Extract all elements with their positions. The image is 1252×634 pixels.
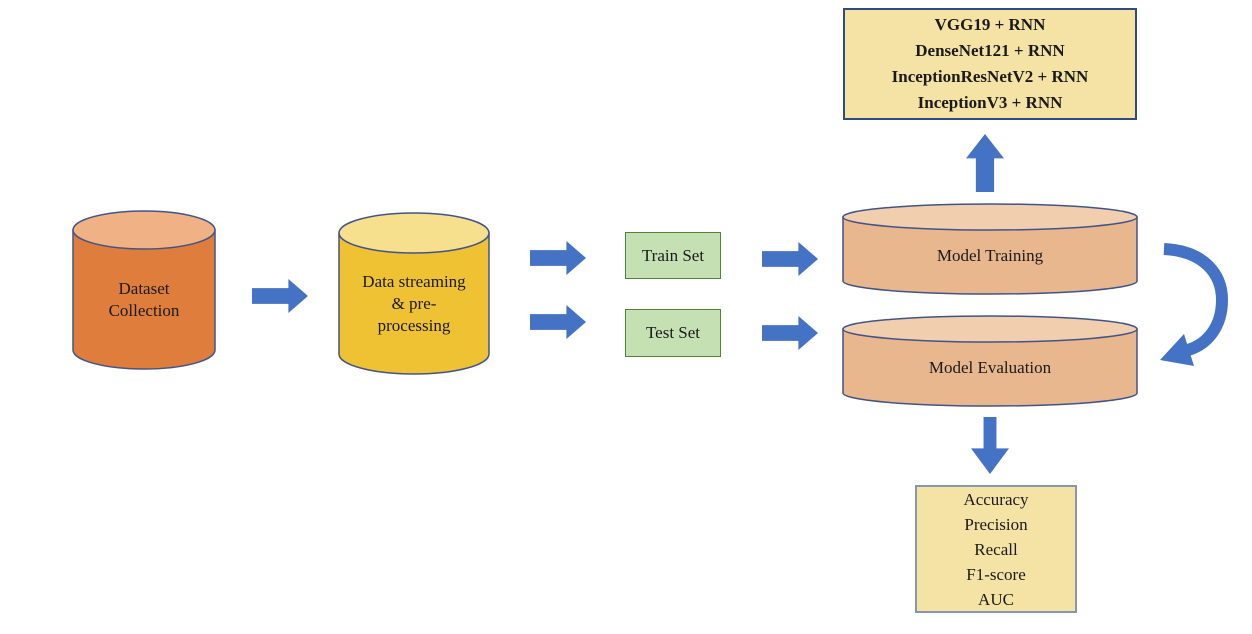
dataset-collection-line-1: Dataset <box>118 279 170 298</box>
model-evaluation-text: Model Evaluation <box>928 358 1052 377</box>
train-set-label: Train Set <box>641 245 705 265</box>
cylinder-top <box>842 203 1138 231</box>
data-streaming-line-1: Data streaming <box>362 272 466 291</box>
cylinder-body <box>338 232 490 375</box>
model-training-text: Model Training <box>936 246 1044 265</box>
cylinder-body <box>842 216 1138 295</box>
data-streaming-line-3: processing <box>377 316 451 335</box>
cylinder-top <box>842 315 1138 343</box>
curved-arrow-training-to-evaluation-icon <box>1160 243 1229 366</box>
model-training-cylinder: Model Training <box>842 203 1138 295</box>
curved-arrow-head <box>1160 334 1194 366</box>
metrics-box-line-5: AUC <box>978 589 1014 609</box>
models-box-line-2: DenseNet121 + RNN <box>915 41 1065 60</box>
models-box: VGG19 + RNN DenseNet121 + RNN InceptionR… <box>843 8 1137 120</box>
arrow-train-to-training-icon <box>762 242 818 276</box>
arrow-up-training-to-models-icon <box>966 134 1004 192</box>
arrow-test-to-evaluation-icon <box>762 316 818 350</box>
model-training-label: Model Training <box>842 203 1138 295</box>
models-box-line-1: VGG19 + RNN <box>934 15 1046 34</box>
cylinder-top <box>338 212 490 254</box>
arrow-down-evaluation-to-metrics-icon <box>971 417 1009 474</box>
cylinder-body <box>72 229 216 370</box>
cylinder-shape <box>338 212 490 375</box>
dataset-collection-label: Dataset Collection <box>72 210 216 370</box>
cylinder-shape <box>842 315 1138 407</box>
metrics-box-line-1: Accuracy <box>963 489 1029 509</box>
test-set-box: Test Set <box>625 309 721 357</box>
arrow-streaming-to-train-icon <box>530 241 586 275</box>
data-streaming-cylinder: Data streaming & pre- processing <box>338 212 490 375</box>
arrow-streaming-to-test-icon <box>530 305 586 339</box>
dataset-collection-line-2: Collection <box>108 301 180 320</box>
model-evaluation-label: Model Evaluation <box>842 315 1138 407</box>
data-streaming-line-2: & pre- <box>391 294 437 313</box>
models-box-line-4: InceptionV3 + RNN <box>917 93 1063 112</box>
metrics-box: Accuracy Precision Recall F1-score AUC <box>915 485 1077 613</box>
models-box-line-3: InceptionResNetV2 + RNN <box>891 67 1089 86</box>
arrow-dataset-to-streaming-icon <box>252 279 308 313</box>
cylinder-body <box>842 328 1138 407</box>
metrics-box-line-2: Precision <box>964 514 1028 534</box>
cylinder-shape <box>842 203 1138 295</box>
dataset-collection-cylinder: Dataset Collection <box>72 210 216 370</box>
cylinder-shape <box>72 210 216 370</box>
metrics-box-line-3: Recall <box>974 539 1018 559</box>
train-set-box: Train Set <box>625 232 721 279</box>
data-streaming-label: Data streaming & pre- processing <box>338 212 490 375</box>
metrics-box-line-4: F1-score <box>966 564 1026 584</box>
model-evaluation-cylinder: Model Evaluation <box>842 315 1138 407</box>
cylinder-top <box>72 210 216 250</box>
curved-arrow-arc <box>1163 243 1229 356</box>
test-set-label: Test Set <box>645 323 701 342</box>
